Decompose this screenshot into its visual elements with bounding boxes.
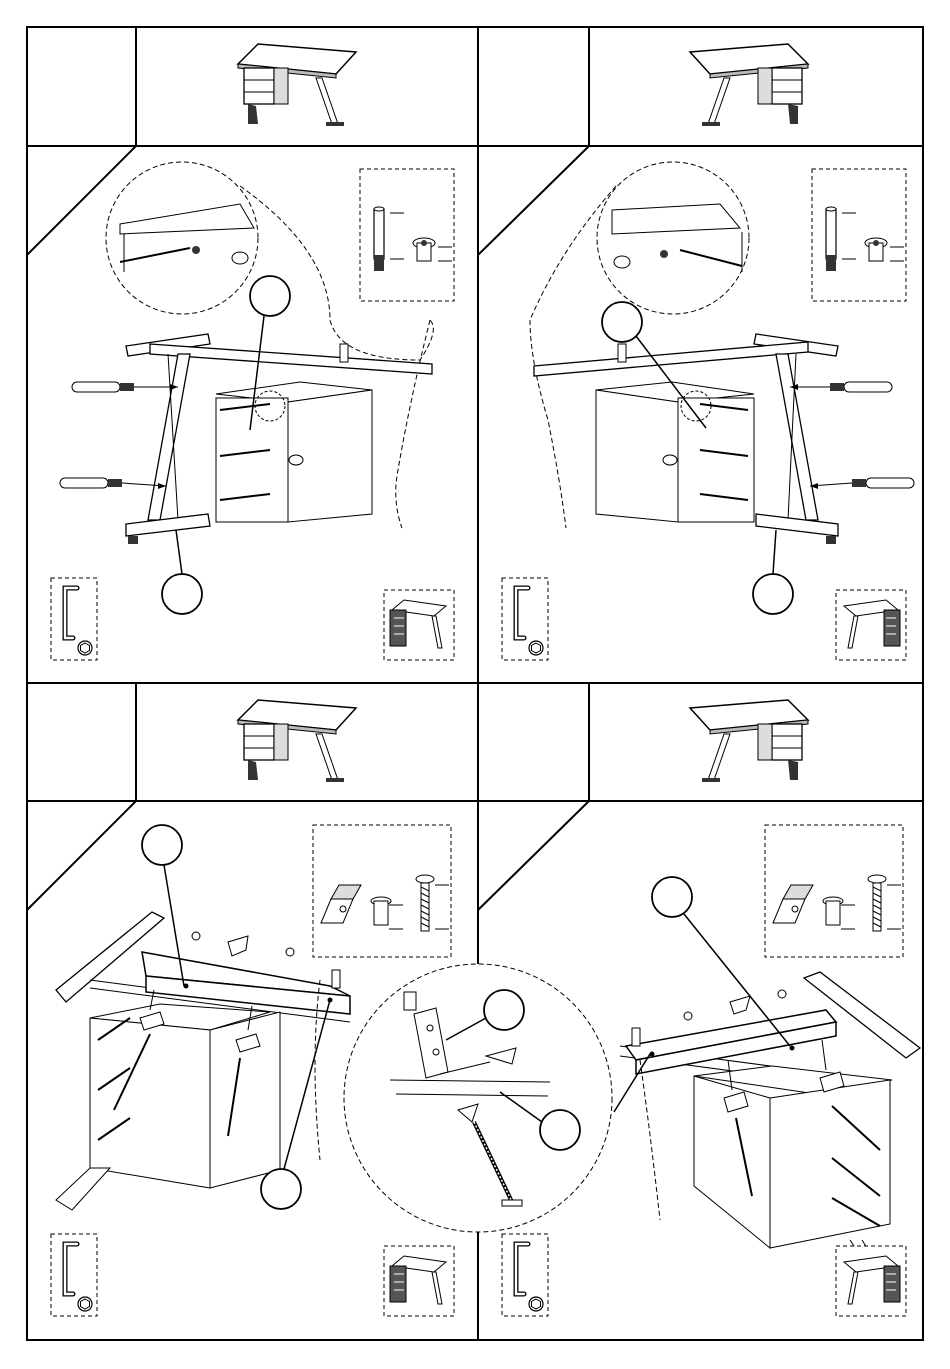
allen-key-icon: [51, 578, 97, 660]
desk-right-orientation-icon: [836, 590, 906, 660]
bracket-parts-box-bottom-left: [313, 825, 451, 957]
bracket-parts-box-bottom-right: [765, 825, 903, 957]
desk-overview-bottom-right: [690, 700, 808, 782]
allen-key-icon: [502, 578, 548, 660]
allen-key-icon: [502, 1234, 548, 1316]
step-bottom-left-illustration: [56, 825, 350, 1210]
desk-left-orientation-icon: [384, 1246, 454, 1316]
dowel-cam-parts-box-top-right: [812, 169, 906, 301]
center-detail-illustration: [344, 964, 612, 1232]
desk-overview-top-left: [238, 44, 356, 126]
desk-overview-top-right: [690, 44, 808, 126]
desk-right-orientation-icon: [836, 1246, 906, 1316]
allen-key-icon: [51, 1234, 97, 1316]
desk-overview-bottom-left: [238, 700, 356, 782]
desk-left-orientation-icon: [384, 590, 454, 660]
dowel-cam-parts-box-top-left: [360, 169, 454, 301]
